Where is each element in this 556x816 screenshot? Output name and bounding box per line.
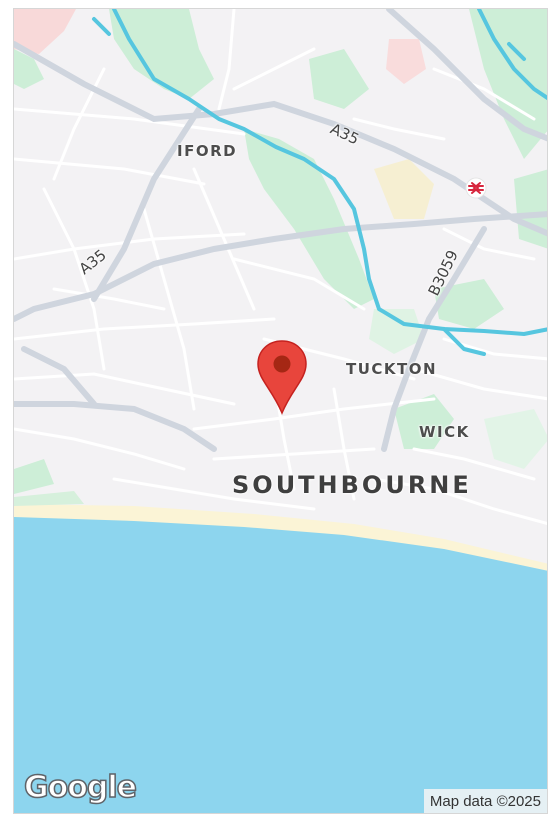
map-base-layer xyxy=(14,9,547,813)
place-label-southbourne: SOUTHBOURNE xyxy=(232,471,472,499)
map-attribution[interactable]: Map data ©2025 xyxy=(423,789,547,813)
google-logo: Google xyxy=(23,769,137,806)
location-pin-icon[interactable] xyxy=(255,339,309,415)
map-canvas[interactable]: IFORD TUCKTON WICK SOUTHBOURNE A35 A35 B… xyxy=(13,8,548,814)
place-label-iford: IFORD xyxy=(177,142,238,160)
place-label-wick: WICK xyxy=(419,423,470,441)
place-label-tuckton: TUCKTON xyxy=(346,360,438,378)
rail-station-icon[interactable] xyxy=(464,177,488,199)
